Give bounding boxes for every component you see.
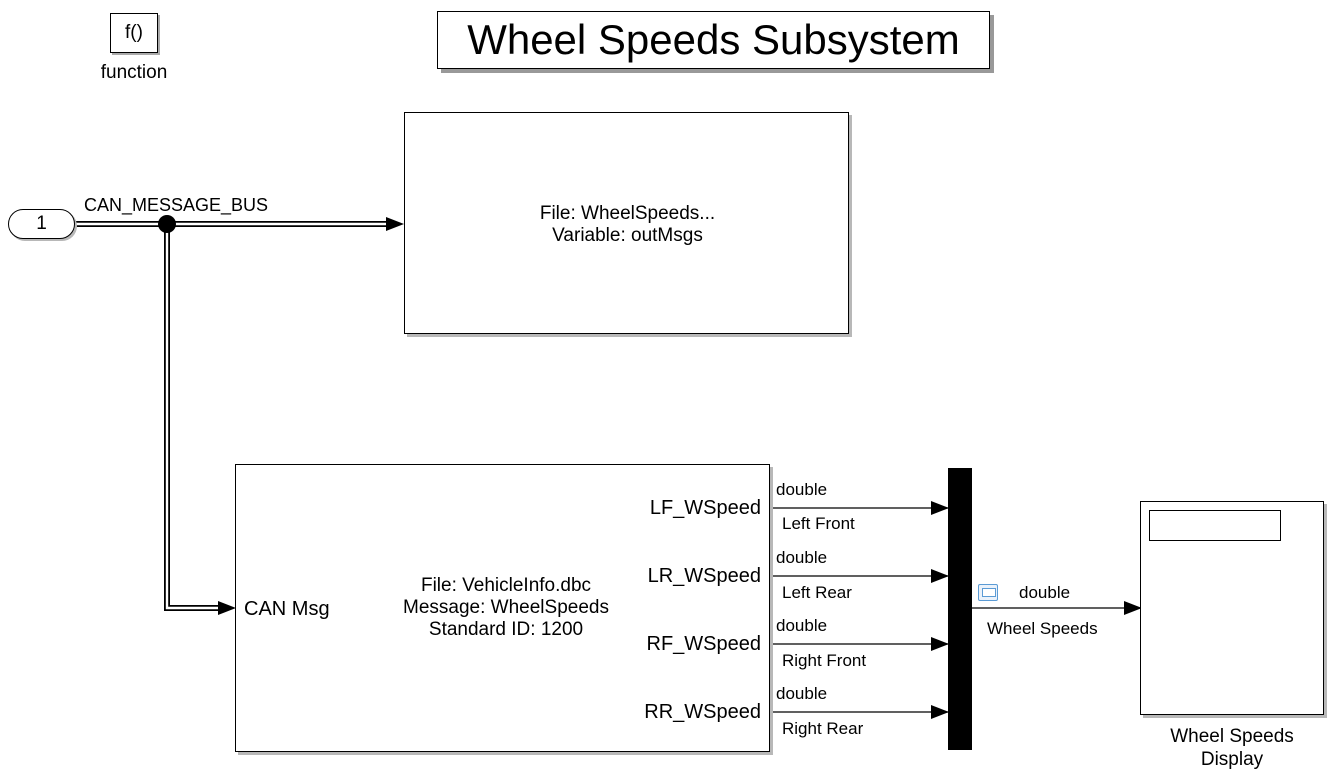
- can-unpack-block[interactable]: CAN Msg File: VehicleInfo.dbc Message: W…: [235, 464, 770, 752]
- display-label-line1: Wheel Speeds: [1170, 726, 1294, 747]
- unpack-file-text: File: VehicleInfo.dbc: [420, 575, 592, 596]
- rr-signal-label: Right Rear: [782, 719, 864, 738]
- rr-type-label: double: [776, 684, 828, 703]
- lf-signal-label: Left Front: [782, 514, 855, 533]
- branch-point: [158, 215, 176, 233]
- can-pack-block[interactable]: File: WheelSpeeds... Variable: outMsgs: [404, 112, 849, 334]
- display-label-line2: Display: [1200, 749, 1264, 770]
- mux-block[interactable]: [948, 468, 972, 750]
- lr-signal-label: Left Rear: [782, 583, 852, 602]
- rf-type-label: double: [776, 616, 828, 635]
- unpack-message-text: Message: WheelSpeeds: [403, 597, 609, 618]
- wheel-speeds-type-label: double: [1019, 583, 1071, 602]
- viewer-icon[interactable]: [978, 584, 998, 601]
- unpack-output-port-rr: RR_WSpeed: [644, 701, 761, 723]
- unpack-input-port: CAN Msg: [244, 598, 330, 620]
- function-icon: f(): [125, 22, 143, 43]
- inport-number: 1: [36, 213, 47, 234]
- display-readout: [1149, 510, 1281, 541]
- lf-type-label: double: [776, 480, 828, 499]
- pack-variable-text: Variable: outMsgs: [552, 225, 703, 246]
- subsystem-title: Wheel Speeds Subsystem: [437, 11, 990, 69]
- display-block[interactable]: [1140, 501, 1324, 715]
- function-block[interactable]: f(): [110, 13, 158, 53]
- wheel-speeds-signal-label: Wheel Speeds: [987, 619, 1098, 638]
- title-text: Wheel Speeds Subsystem: [467, 16, 960, 63]
- bus-line-to-unpack[interactable]: [164, 224, 236, 615]
- unpack-output-port-lf: LF_WSpeed: [649, 497, 761, 519]
- unpack-output-port-lr: LR_WSpeed: [647, 565, 761, 587]
- bus-signal-label: CAN_MESSAGE_BUS: [84, 195, 269, 215]
- rf-signal-label: Right Front: [782, 651, 867, 670]
- pack-file-text: File: WheelSpeeds...: [539, 203, 716, 224]
- lr-type-label: double: [776, 548, 828, 567]
- bus-line-to-pack[interactable]: [75, 217, 404, 231]
- unpack-id-text: Standard ID: 1200: [428, 619, 584, 640]
- inport-block[interactable]: 1: [8, 209, 75, 239]
- unpack-output-port-rf: RF_WSpeed: [646, 633, 762, 655]
- function-block-label: function: [100, 62, 168, 83]
